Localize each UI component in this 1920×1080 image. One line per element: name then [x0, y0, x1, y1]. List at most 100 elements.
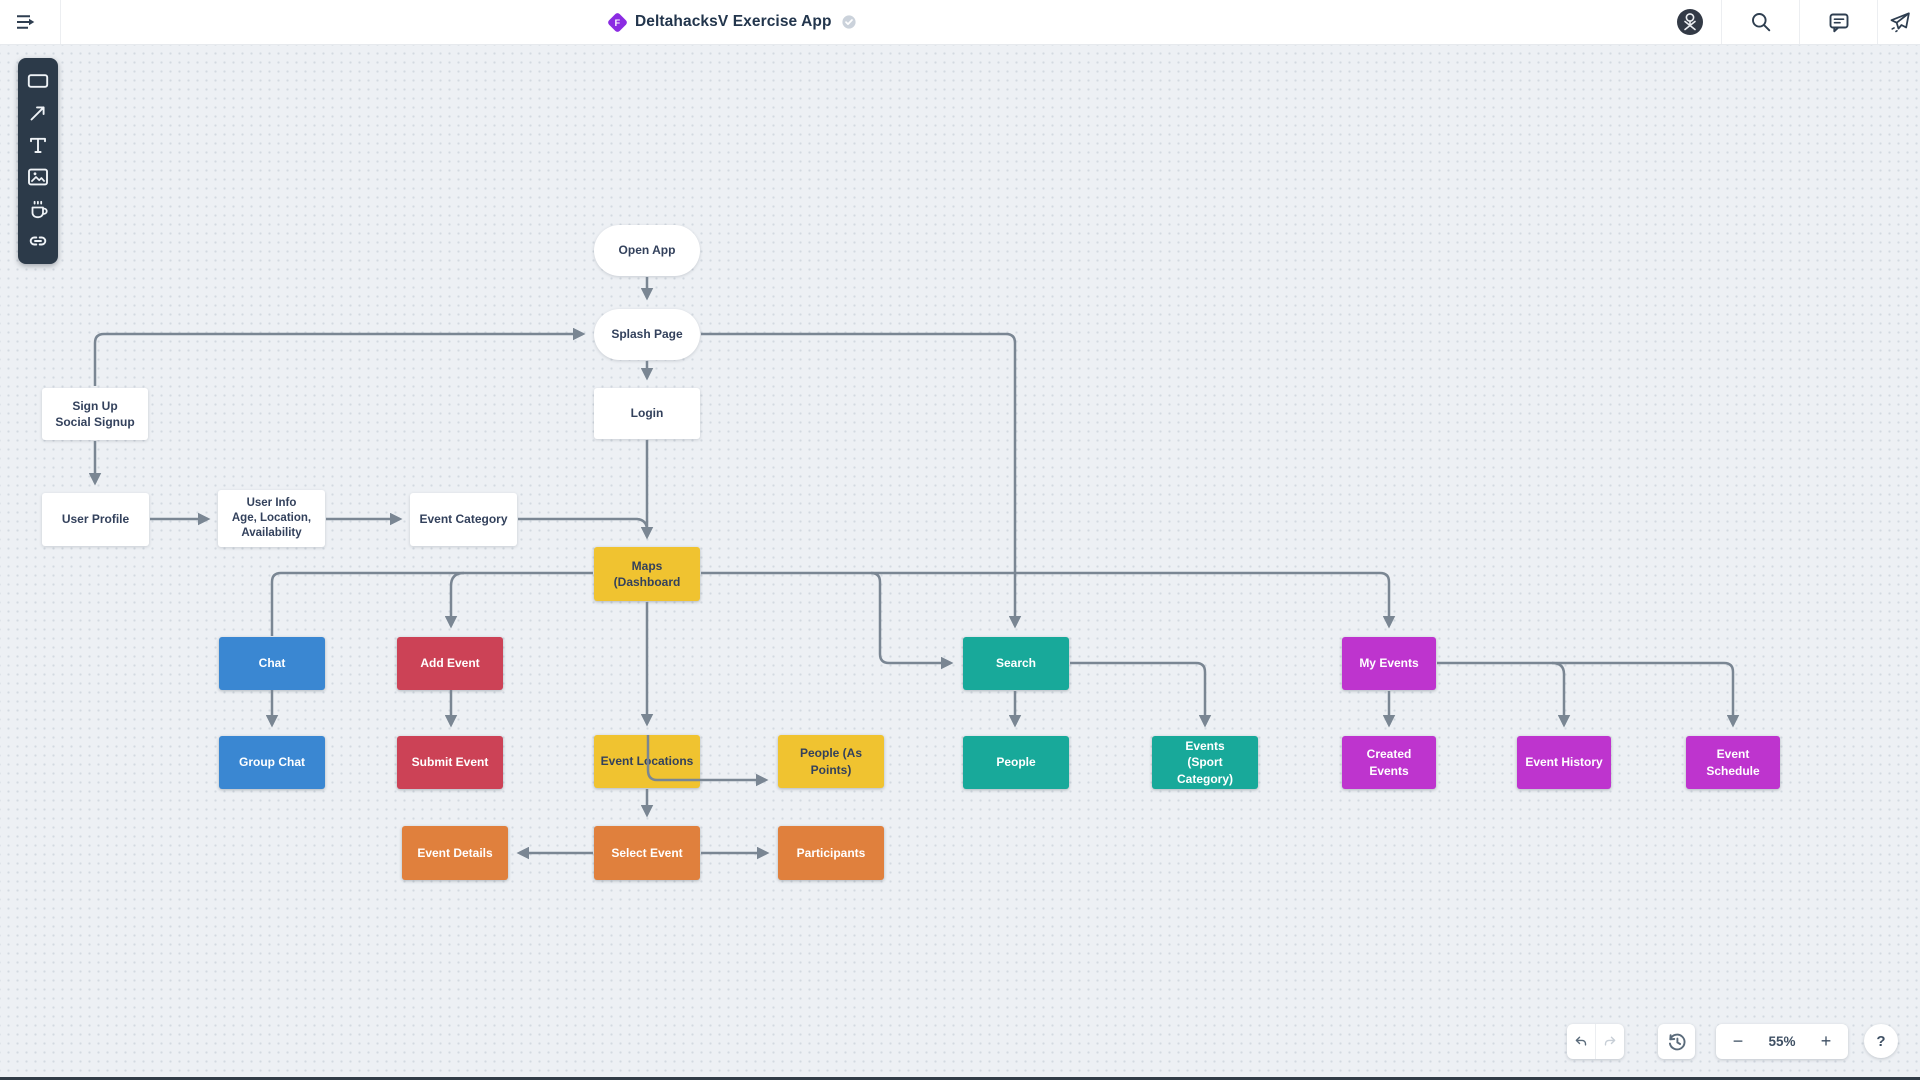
flow-node-group-chat[interactable]: Group Chat — [219, 736, 325, 789]
topbar-divider — [1799, 0, 1800, 44]
flow-node-label: Group Chat — [239, 755, 305, 770]
comments-button[interactable] — [1800, 0, 1877, 44]
flow-edge-maps-dashboard-to-search[interactable] — [870, 571, 954, 670]
text-icon — [30, 137, 46, 153]
saved-check-badge-icon — [841, 15, 856, 29]
flow-node-label: My Events — [1359, 656, 1419, 671]
image-tool-button[interactable] — [18, 161, 58, 193]
flow-node-event-history[interactable]: Event History — [1517, 736, 1611, 789]
document-title[interactable]: DeltahacksV Exercise App — [635, 13, 832, 30]
flow-edge-splash-page-to-search[interactable] — [701, 332, 1022, 629]
flow-node-label: Event History — [1525, 755, 1603, 770]
help-label: ? — [1876, 1032, 1886, 1050]
redo-icon — [1604, 1036, 1616, 1046]
flow-node-splash-page[interactable]: Splash Page — [594, 309, 700, 360]
control-divider — [1595, 1024, 1596, 1059]
zoom-level-value[interactable]: 55% — [1768, 1034, 1796, 1049]
flow-node-label: People — [996, 755, 1036, 770]
flow-node-label: Participants — [796, 845, 866, 860]
arrow-connector-icon — [30, 106, 45, 121]
flow-node-my-events[interactable]: My Events — [1342, 637, 1436, 690]
flow-node-event-details[interactable]: Event Details — [402, 826, 508, 880]
history-clock-icon — [1668, 1033, 1685, 1050]
flow-node-event-schedule[interactable]: Event Schedule — [1686, 736, 1780, 789]
flow-node-label: User Info Age, Location, Availability — [231, 497, 312, 539]
flow-edge-my-events-to-event-history[interactable] — [1551, 661, 1571, 728]
zoom-in-button[interactable]: + — [1804, 1024, 1848, 1059]
topbar-divider — [1877, 0, 1878, 44]
flow-edge-maps-dashboard-to-people-as-points[interactable] — [646, 735, 769, 787]
comment-icon — [1829, 13, 1848, 33]
flow-node-label: Open App — [618, 243, 676, 258]
flow-edge-sign-up-to-splash-page[interactable] — [93, 327, 586, 386]
help-button[interactable]: ? — [1864, 1024, 1898, 1058]
flow-edge-maps-dashboard-to-add-event[interactable] — [444, 571, 465, 629]
flow-node-label: Events (Sport Category) — [1176, 739, 1233, 786]
flow-node-people-as-points[interactable]: People (As Points) — [778, 735, 884, 788]
flow-node-participants[interactable]: Participants — [778, 826, 884, 880]
account-avatar[interactable] — [1660, 0, 1720, 44]
shape-toolbar — [18, 58, 58, 264]
search-button[interactable] — [1722, 0, 1799, 44]
share-send-button[interactable] — [1878, 0, 1920, 44]
redo-button[interactable] — [1596, 1024, 1624, 1059]
flow-node-user-profile[interactable]: User Profile — [42, 493, 149, 546]
flow-node-label: People (As Points) — [799, 746, 862, 777]
flow-node-login[interactable]: Login — [594, 388, 700, 439]
flow-node-sign-up[interactable]: Sign Up Social Signup — [42, 388, 148, 440]
history-group — [1658, 1024, 1695, 1059]
flow-node-label: Select Event — [611, 845, 683, 860]
flow-node-select-event[interactable]: Select Event — [594, 826, 700, 880]
flow-node-events-sport-category[interactable]: Events (Sport Category) — [1152, 736, 1258, 789]
flow-node-search[interactable]: Search — [963, 637, 1069, 690]
topbar-divider — [60, 0, 61, 44]
undo-redo-group — [1567, 1024, 1624, 1059]
flow-node-user-info[interactable]: User Info Age, Location, Availability — [218, 490, 325, 547]
undo-button[interactable] — [1567, 1024, 1595, 1059]
flow-node-label: Event Schedule — [1706, 747, 1760, 778]
flow-node-maps-dashboard[interactable]: Maps (Dashboard — [594, 547, 700, 601]
flow-node-label: Sign Up Social Signup — [55, 398, 135, 429]
flow-node-label: Login — [630, 406, 664, 421]
flow-node-label: Submit Event — [411, 755, 489, 770]
logo-letter: F — [614, 17, 621, 27]
flow-edge-maps-dashboard-to-chat[interactable] — [270, 571, 593, 636]
flow-edge-my-events-to-event-schedule[interactable] — [1437, 661, 1740, 728]
flow-node-label: Maps (Dashboard — [613, 558, 681, 589]
flow-node-open-app[interactable]: Open App — [594, 225, 700, 276]
document-title-cluster: F DeltahacksV Exercise App — [606, 0, 856, 44]
paper-plane-icon — [1890, 11, 1910, 32]
flow-edge-search-to-events-sport-category[interactable] — [1070, 661, 1212, 728]
coffee-cup-icon — [31, 200, 48, 219]
flow-node-add-event[interactable]: Add Event — [397, 637, 503, 690]
flow-node-label: User Profile — [61, 512, 130, 527]
flow-node-event-category[interactable]: Event Category — [410, 493, 517, 546]
app-logo-icon[interactable]: F — [606, 11, 629, 33]
flow-node-label: Event Category — [419, 512, 508, 527]
undo-icon — [1575, 1036, 1587, 1046]
text-tool-button[interactable] — [18, 129, 58, 161]
rectangle-shape-icon — [27, 74, 49, 88]
search-icon — [1751, 13, 1770, 32]
menu-toggle-button[interactable] — [3, 0, 48, 44]
version-history-button[interactable] — [1658, 1024, 1695, 1059]
flow-node-label: Add Event — [420, 656, 480, 671]
topbar-divider — [1721, 0, 1722, 44]
flow-edge-event-category-to-maps-dashboard[interactable] — [518, 517, 649, 531]
flow-edge-maps-dashboard-to-my-events[interactable] — [701, 571, 1396, 629]
menu-arrow-icon — [16, 15, 34, 29]
shape-tool-button[interactable] — [18, 65, 58, 97]
flow-node-chat[interactable]: Chat — [219, 637, 325, 690]
link-tool-button[interactable] — [18, 225, 58, 257]
icon-tool-button[interactable] — [18, 193, 58, 225]
flow-node-created-events[interactable]: Created Events — [1342, 736, 1436, 789]
flow-node-people[interactable]: People — [963, 736, 1069, 789]
flow-node-submit-event[interactable]: Submit Event — [397, 736, 503, 789]
bottom-window-edge — [0, 1077, 1920, 1080]
flow-node-label: Chat — [258, 656, 286, 671]
connector-tool-button[interactable] — [18, 97, 58, 129]
link-icon — [29, 236, 47, 246]
zoom-out-button[interactable]: − — [1716, 1024, 1760, 1059]
